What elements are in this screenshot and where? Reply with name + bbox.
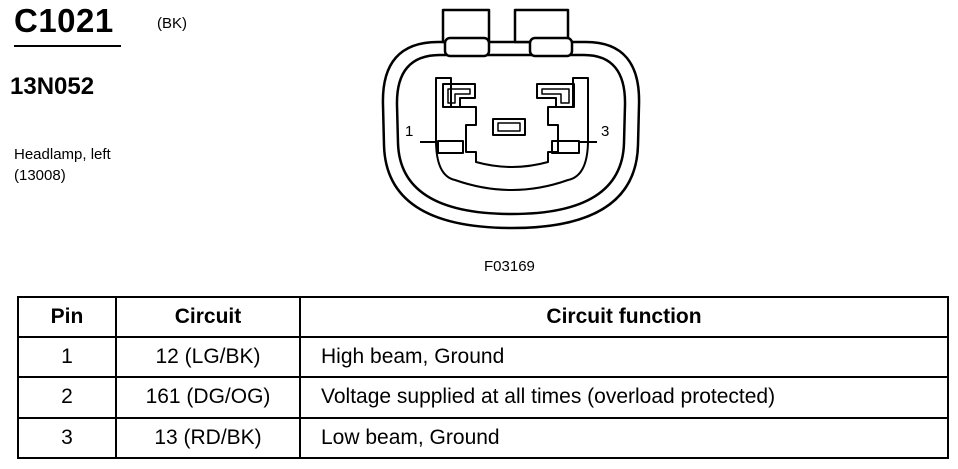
header-circuit-function: Circuit function bbox=[299, 296, 949, 338]
connector-id-underline bbox=[14, 45, 121, 47]
circuit-cell: 12 (LG/BK) bbox=[115, 335, 301, 379]
connector-housing-inner bbox=[395, 53, 627, 216]
lock-tab-left bbox=[441, 8, 491, 58]
description-line-2: (13008) bbox=[14, 167, 66, 184]
connector-id: C1021 bbox=[14, 2, 114, 39]
connector-description: Headlamp, left (13008) bbox=[14, 144, 111, 186]
terminal-cavity-body bbox=[435, 77, 589, 191]
pin-cell: 3 bbox=[17, 416, 117, 460]
table-row: 3 13 (RD/BK) Low beam, Ground bbox=[17, 416, 949, 460]
figure-id: F03169 bbox=[484, 258, 535, 275]
pin-label-1: 1 bbox=[405, 123, 413, 140]
terminal-top-right bbox=[536, 83, 575, 108]
function-cell: Voltage supplied at all times (overload … bbox=[299, 376, 949, 419]
terminal-top-left bbox=[442, 83, 476, 108]
pin-cell: 1 bbox=[17, 335, 117, 379]
pin-cell: 2 bbox=[17, 376, 117, 419]
circuit-cell: 161 (DG/OG) bbox=[115, 376, 301, 419]
pinout-table: Pin Circuit Circuit function 1 12 (LG/BK… bbox=[17, 296, 949, 460]
table-header-row: Pin Circuit Circuit function bbox=[17, 296, 949, 338]
table-row: 1 12 (LG/BK) High beam, Ground bbox=[17, 335, 949, 379]
header-circuit: Circuit bbox=[115, 296, 301, 338]
terminal-pin-3 bbox=[551, 140, 580, 154]
connector-housing-outer bbox=[381, 40, 641, 230]
description-line-1: Headlamp, left bbox=[14, 146, 111, 163]
table-row: 2 161 (DG/OG) Voltage supplied at all ti… bbox=[17, 376, 949, 419]
terminal-pin-1 bbox=[437, 140, 464, 154]
function-cell: High beam, Ground bbox=[299, 335, 949, 379]
circuit-cell: 13 (RD/BK) bbox=[115, 416, 301, 460]
connector-color-code: (BK) bbox=[157, 15, 187, 32]
header-pin: Pin bbox=[17, 296, 117, 338]
part-number: 13N052 bbox=[10, 73, 95, 100]
pin-label-3: 3 bbox=[601, 123, 609, 140]
connector-face-diagram: 1 3 bbox=[381, 8, 641, 230]
function-cell: Low beam, Ground bbox=[299, 416, 949, 460]
terminal-pin-2 bbox=[492, 118, 526, 136]
lock-tab-right bbox=[513, 8, 574, 58]
